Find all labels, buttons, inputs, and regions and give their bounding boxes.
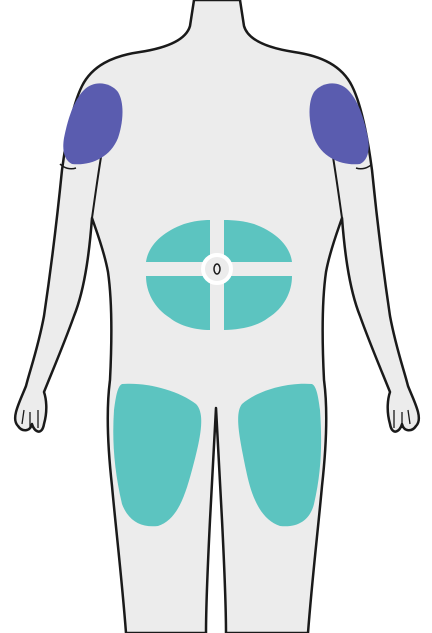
navel-exclusion-ring (203, 255, 231, 283)
body-outline (15, 0, 419, 633)
